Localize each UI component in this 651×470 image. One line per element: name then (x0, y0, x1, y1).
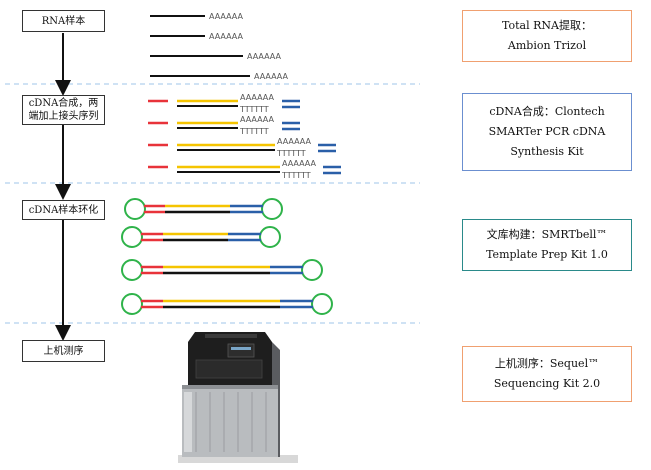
info-total-rna-line2: Ambion Trizol (507, 39, 587, 52)
info-total-rna: Total RNA提取： Ambion Trizol (462, 10, 632, 62)
rna-polya-2: AAAAAA (209, 32, 243, 41)
step-rna-sample-label: RNA样本 (41, 15, 86, 27)
step-cdna-circularization: cDNA样本环化 (22, 200, 105, 220)
smrtbell-4 (121, 293, 333, 315)
info-cdna-kit-line1: cDNA合成：Clontech (489, 105, 605, 118)
info-cdna-kit-line2: SMARTer PCR cDNA (488, 125, 606, 138)
step-rna-sample: RNA样本 (22, 10, 105, 32)
info-library-kit-line2: Template Prep Kit 1.0 (486, 248, 608, 261)
step-cdna-synthesis-line2: 端加上接头序列 (28, 111, 99, 122)
smrtbell-1 (124, 198, 283, 220)
info-cdna-kit-line3: Synthesis Kit (510, 145, 584, 158)
sequel-instrument-image (178, 332, 298, 463)
info-library-kit: 文库构建：SMRTbell™ Template Prep Kit 1.0 (462, 219, 632, 271)
cdna-polya-4: AAAAAA (282, 159, 316, 168)
rna-polya-1: AAAAAA (209, 12, 243, 21)
info-cdna-kit: cDNA合成：Clontech SMARTer PCR cDNA Synthes… (462, 93, 632, 171)
step-cdna-synthesis-line1: cDNA合成，两 (28, 98, 99, 109)
cdna-polya-1: AAAAAA (240, 93, 274, 102)
info-sequencing-kit-line1: 上机测序：Sequel™ (494, 357, 600, 370)
cdna-strands: AAAAAA TTTTTT AAAAAA TTTTTT AAAAAA TTTTT… (148, 93, 341, 180)
cdna-polyt-4: TTTTTT (281, 171, 311, 180)
cdna-polyt-2: TTTTTT (239, 127, 269, 136)
step-cdna-circularization-label: cDNA样本环化 (28, 204, 99, 216)
cdna-polya-2: AAAAAA (240, 115, 274, 124)
info-library-kit-line1: 文库构建：SMRTbell™ (486, 228, 608, 241)
cdna-polyt-1: TTTTTT (239, 105, 269, 114)
info-total-rna-line1: Total RNA提取： (502, 19, 592, 32)
smrtbell-2 (121, 226, 281, 248)
rna-strands: AAAAAA AAAAAA AAAAAA AAAAAA (150, 12, 288, 81)
step-sequencing-label: 上机测序 (43, 345, 84, 357)
step-sequencing: 上机测序 (22, 340, 105, 362)
info-sequencing-kit-line2: Sequencing Kit 2.0 (493, 377, 601, 390)
rna-polya-4: AAAAAA (254, 72, 288, 81)
smrtbell-templates (121, 198, 333, 315)
cdna-polyt-3: TTTTTT (276, 149, 306, 158)
smrtbell-3 (121, 259, 323, 281)
rna-polya-3: AAAAAA (247, 52, 281, 61)
info-sequencing-kit: 上机测序：Sequel™ Sequencing Kit 2.0 (462, 346, 632, 402)
cdna-polya-3: AAAAAA (277, 137, 311, 146)
step-cdna-synthesis: cDNA合成，两 端加上接头序列 (22, 95, 105, 125)
